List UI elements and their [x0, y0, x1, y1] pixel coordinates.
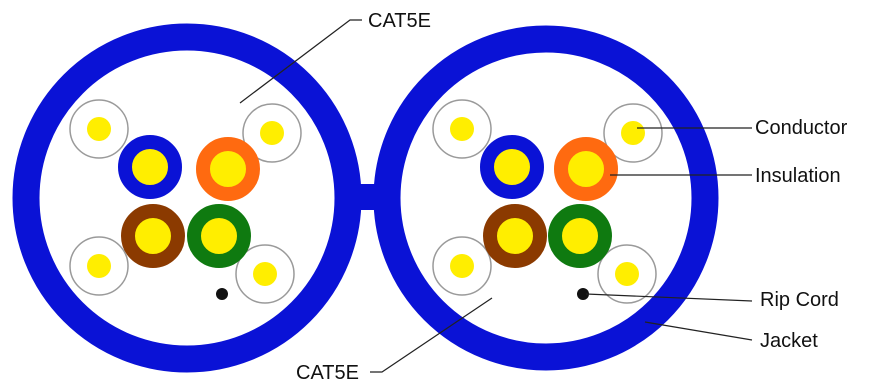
label-bottom-cable: CAT5E	[296, 362, 359, 384]
conductor	[450, 254, 474, 278]
conductor	[87, 117, 111, 141]
white-wire	[432, 236, 492, 296]
white-wire	[69, 99, 129, 159]
label-top-cable: CAT5E	[368, 10, 431, 32]
blue-wire	[118, 135, 182, 199]
label-rip-cord: Rip Cord	[760, 289, 839, 311]
conductor	[615, 262, 639, 286]
orange-wire	[196, 137, 260, 201]
cable-left	[12, 23, 362, 373]
conductor	[253, 262, 277, 286]
jacket	[373, 25, 719, 371]
cable-right	[373, 25, 719, 371]
brown-wire	[483, 204, 547, 268]
rip-cord	[577, 288, 589, 300]
conductor	[87, 254, 111, 278]
label-jacket: Jacket	[760, 330, 818, 352]
green-wire	[548, 204, 612, 268]
green-wire	[187, 204, 251, 268]
label-insulation: Insulation	[755, 165, 841, 187]
leader-top-cable	[239, 19, 362, 104]
white-wire	[597, 244, 657, 304]
leader-rip-cord	[585, 293, 753, 302]
brown-wire	[121, 204, 185, 268]
white-wire	[242, 103, 302, 163]
conductor	[450, 117, 474, 141]
blue-wire	[480, 135, 544, 199]
white-wire	[69, 236, 129, 296]
white-wire	[603, 103, 663, 163]
leader-bottom-cable	[370, 297, 493, 373]
white-wire	[235, 244, 295, 304]
white-wire	[432, 99, 492, 159]
jacket	[12, 23, 362, 373]
rip-cord	[216, 288, 228, 300]
conductor	[260, 121, 284, 145]
orange-wire	[554, 137, 618, 201]
conductor	[621, 121, 645, 145]
leader-jacket	[644, 321, 753, 341]
label-conductor: Conductor	[755, 117, 848, 139]
